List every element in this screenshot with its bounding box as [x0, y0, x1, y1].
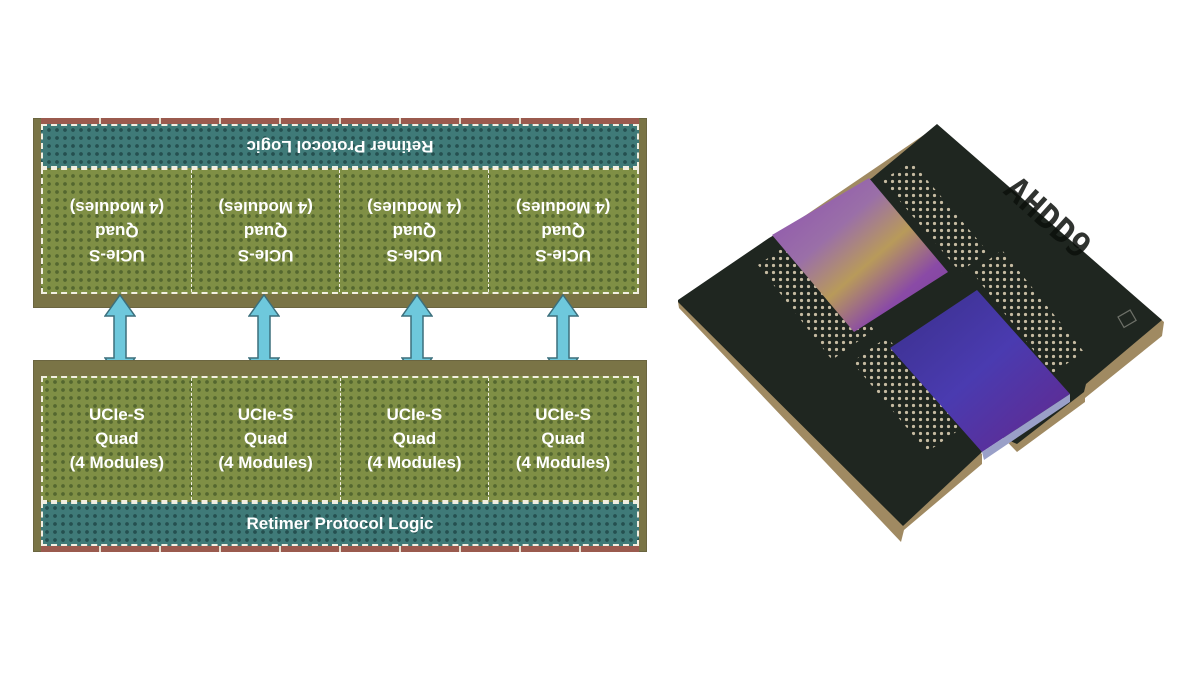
- quad-title: UCIe-S: [89, 246, 145, 265]
- ucie-quad: UCIe-S Quad (4 Modules): [43, 378, 192, 500]
- die-purple-gold: [772, 178, 948, 332]
- quad-title: UCIe-S: [237, 246, 294, 265]
- bump-field: [882, 162, 988, 272]
- quad-modules: (4 Modules): [69, 198, 165, 217]
- quad-subtitle: Quad: [541, 429, 585, 448]
- quad-title: UCIe-S: [535, 405, 591, 424]
- ucie-quad: UCIe-S Quad (4 Modules): [339, 170, 489, 292]
- retimer-label: Retimer Protocol Logic: [246, 514, 434, 533]
- bump-field: [758, 236, 874, 360]
- quad-subtitle: Quad: [541, 222, 585, 241]
- quad-subtitle: Quad: [392, 222, 437, 241]
- top-die-content: UCIe-S Quad (4 Modules) UCIe-S Quad (4 M…: [33, 118, 647, 308]
- bump-field: [852, 337, 962, 452]
- ucie-quad: UCIe-S Quad (4 Modules): [43, 170, 191, 292]
- quad-subtitle: Quad: [392, 429, 437, 448]
- ucie-quad: UCIe-S Quad (4 Modules): [489, 378, 637, 500]
- quad-title: UCIe-S: [535, 246, 591, 265]
- quad-title: UCIe-S: [237, 405, 294, 424]
- chip-package-photo: AHDD9: [678, 124, 1164, 542]
- bottom-die: UCIe-S Quad (4 Modules) UCIe-S Quad (4 M…: [33, 360, 647, 552]
- quad-row: UCIe-S Quad (4 Modules) UCIe-S Quad (4 M…: [41, 376, 639, 502]
- retimer-protocol-logic: Retimer Protocol Logic: [41, 502, 639, 546]
- top-die: UCIe-S Quad (4 Modules) UCIe-S Quad (4 M…: [33, 118, 647, 308]
- quad-title: UCIe-S: [386, 405, 443, 424]
- quad-subtitle: Quad: [243, 429, 288, 448]
- quad-modules: (4 Modules): [515, 453, 611, 472]
- quad-subtitle: Quad: [95, 429, 139, 448]
- quad-title: UCIe-S: [89, 405, 145, 424]
- qr-code-mark: [1117, 309, 1137, 329]
- retimer-protocol-logic: Retimer Protocol Logic: [41, 124, 639, 168]
- quad-subtitle: Quad: [243, 222, 288, 241]
- ucie-quad: UCIe-S Quad (4 Modules): [190, 170, 340, 292]
- quad-row: UCIe-S Quad (4 Modules) UCIe-S Quad (4 M…: [41, 168, 639, 294]
- quad-modules: (4 Modules): [218, 198, 313, 217]
- bump-field: [972, 250, 1084, 374]
- ucie-quad: UCIe-S Quad (4 Modules): [488, 170, 637, 292]
- ucie-quad: UCIe-S Quad (4 Modules): [341, 378, 490, 500]
- ucie-quad: UCIe-S Quad (4 Modules): [192, 378, 341, 500]
- quad-modules: (4 Modules): [69, 453, 165, 472]
- quad-title: UCIe-S: [386, 246, 443, 265]
- quad-modules: (4 Modules): [367, 453, 462, 472]
- quad-modules: (4 Modules): [367, 198, 462, 217]
- quad-subtitle: Quad: [95, 222, 139, 241]
- quad-modules: (4 Modules): [515, 198, 611, 217]
- pad-strip: [41, 546, 639, 552]
- die-blue: [890, 290, 1070, 452]
- retimer-label: Retimer Protocol Logic: [246, 137, 434, 156]
- quad-modules: (4 Modules): [218, 453, 313, 472]
